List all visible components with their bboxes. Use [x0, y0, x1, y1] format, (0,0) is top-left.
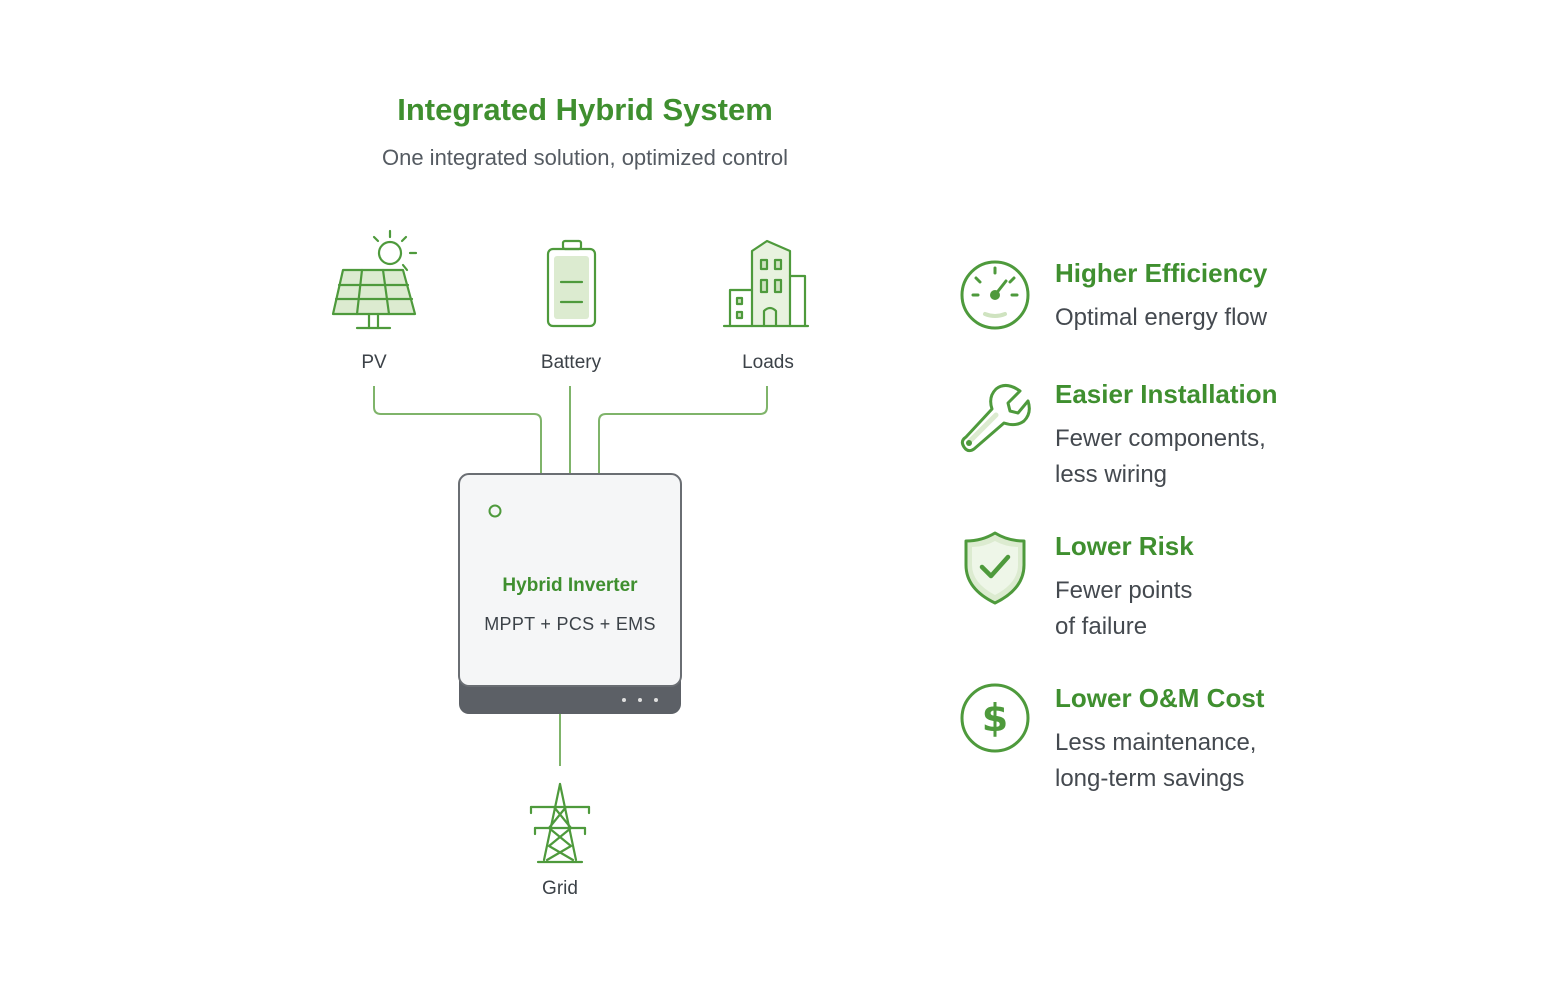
wrench-icon — [960, 384, 1031, 453]
status-led — [488, 504, 502, 518]
feature-desc-line: long-term savings — [1055, 765, 1245, 792]
feature-title: Higher Efficiency — [1055, 258, 1268, 288]
feature-description: Fewer points of failure — [1055, 573, 1192, 645]
feature-easier-installation: Easier Installation Fewer components, le… — [958, 379, 1518, 489]
loads-connection-line — [598, 386, 768, 474]
feature-description: Less maintenance, long-term savings — [1055, 725, 1256, 797]
dollar-circle-icon: $ — [960, 683, 1030, 753]
feature-title: Easier Installation — [1055, 379, 1278, 409]
page-title: Integrated Hybrid System — [397, 92, 773, 127]
feature-description: Optimal energy flow — [1055, 300, 1267, 336]
battery-icon — [546, 239, 597, 328]
pv-connection-line — [373, 386, 542, 474]
svg-text:$: $ — [982, 696, 1008, 740]
grid-label: Grid — [542, 878, 578, 899]
transmission-tower-icon — [529, 782, 591, 864]
feature-lower-risk: Lower Risk Fewer points of failure — [958, 531, 1518, 641]
feature-desc-line: Fewer points — [1055, 577, 1193, 604]
battery-label: Battery — [540, 352, 602, 373]
connection-lines — [373, 386, 768, 766]
feature-desc-line: Less maintenance, — [1055, 729, 1257, 756]
feature-title: Lower Risk — [1055, 531, 1194, 561]
inverter-box — [458, 473, 682, 714]
page-subtitle: One integrated solution, optimized contr… — [381, 145, 788, 170]
pv-label: PV — [361, 352, 387, 373]
solar-panel-icon — [331, 229, 418, 330]
feature-description: Fewer components, less wiring — [1055, 421, 1266, 493]
shield-check-icon — [964, 531, 1026, 605]
feature-desc-line: Fewer components, — [1055, 425, 1266, 452]
feature-desc-line: Optimal energy flow — [1055, 304, 1268, 331]
loads-label: Loads — [742, 352, 794, 373]
feature-desc-line: less wiring — [1055, 461, 1168, 488]
feature-higher-efficiency: Higher Efficiency Optimal energy flow — [958, 258, 1518, 338]
feature-desc-line: of failure — [1055, 613, 1148, 640]
inverter-components: MPPT + PCS + EMS — [484, 614, 656, 634]
inverter-title: Hybrid Inverter — [502, 575, 638, 596]
feature-lower-om-cost: $ Lower O&M Cost Less maintenance, long-… — [958, 683, 1518, 793]
feature-title: Lower O&M Cost — [1055, 683, 1265, 713]
gauge-icon — [960, 260, 1030, 330]
building-icon — [722, 239, 810, 328]
